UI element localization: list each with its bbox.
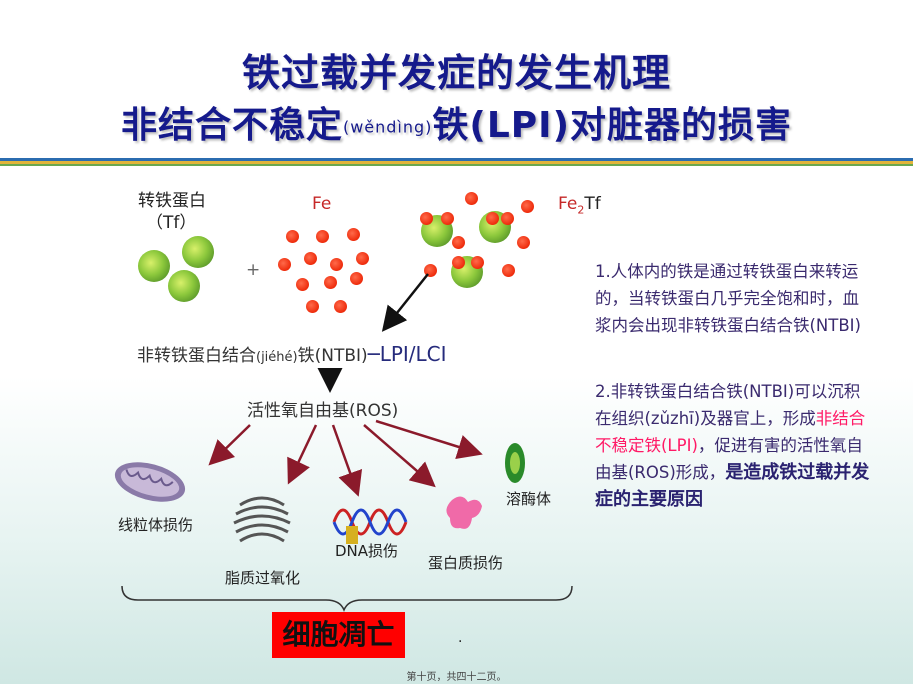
iron-dot [278,258,291,271]
lysosome-label: 溶酶体 [506,490,552,508]
arrow-ros-to-dna [331,424,363,497]
lipid-membrane-icon [233,496,291,543]
iron-dot [350,272,363,285]
dot-mark: . [458,630,463,646]
transferrin-ball [168,270,200,302]
arrow-ros-to-lysosome [375,419,483,459]
arrow-ros-to-lipid [287,424,318,485]
title-part-a: 非结合不稳定 [120,105,343,146]
lipid-label: 脂质过氧化 [225,569,301,587]
ntbi-part-a: 非转铁蛋白结合 [137,346,256,366]
tf-label: 转铁蛋白 [138,191,206,211]
iron-dot [471,256,484,269]
dna-icon [332,508,408,544]
iron-dot [334,300,347,313]
plus-sign: + [246,260,261,280]
tf-abbr: （Tf） [146,213,197,233]
title-part-b: 铁(LPI)对脏器的损害 [432,105,793,146]
fe2tf-tf: Tf [584,194,601,214]
ntbi-label: 非转铁蛋白结合(jiéhé)铁(NTBI)─LPI/LCI [137,341,447,366]
transferrin-ball [182,236,214,268]
note-2-highlight: 非结合不稳定铁(LPI) [595,409,866,455]
arrow-fe2tf-to-ntbi [381,273,429,332]
divider-gold [0,161,913,164]
brace [121,585,573,613]
transferrin-ball [138,250,170,282]
iron-dot [296,278,309,291]
divider-blue [0,158,913,161]
ntbi-pinyin: (jiéhé) [256,350,298,365]
slide-title-line2: 非结合不稳定(wěndìng)铁(LPI)对脏器的损害 [0,96,913,148]
slide-title-line1: 铁过载并发症的发生机理 [241,51,671,95]
iron-dot [486,212,499,225]
iron-dot [306,300,319,313]
fe2tf-sub: 2 [577,203,585,217]
iron-dot [356,252,369,265]
protein-label: 蛋白质损伤 [428,554,504,572]
page-footer: 第十页，共四十二页。 [406,672,507,683]
fe2tf-label: Fe2Tf [558,194,601,216]
iron-dot [502,264,515,277]
iron-dot [452,236,465,249]
protein-icon [446,496,482,529]
iron-dot [324,276,337,289]
iron-dot [286,230,299,243]
arrow-ros-to-mito [208,424,251,466]
mitochondria-icon [114,462,186,502]
ros-label: 活性氧自由基(ROS) [247,401,399,421]
iron-dot [517,236,530,249]
iron-dot [441,212,454,225]
iron-dot [521,200,534,213]
iron-dot [501,212,514,225]
iron-dot [304,252,317,265]
iron-dot [330,258,343,271]
iron-dot [452,256,465,269]
note-2-part-b: ，促进有害的活性氧自由基(ROS)形成， [595,436,863,482]
divider-green [0,164,913,166]
mito-label: 线粒体损伤 [118,516,194,534]
iron-dot [420,212,433,225]
title-pinyin: (wěndìng) [342,117,433,137]
note-2-conclusion: 是造成铁过载并发症的主要原因 [595,462,870,510]
fe-label: Fe [312,194,332,214]
arrow-ros-to-protein [363,424,436,488]
lpi-lci-label: ─LPI/LCI [367,342,447,366]
iron-dot [465,192,478,205]
note-2: 2.非转铁蛋白结合铁(NTBI)可以沉积在组织(zǔzhī)及器官上，形成非结合… [595,378,870,513]
ntbi-part-b: 铁(NTBI) [297,346,368,366]
note-1: 1.人体内的铁是通过转铁蛋白来转运的，当转铁蛋白几乎完全饱和时，血浆内会出现非转… [595,262,861,335]
dna-label: DNA损伤 [335,542,399,560]
note-2-part-a: 2.非转铁蛋白结合铁(NTBI)可以沉积在组织(zǔzhī)及器官上，形成 [595,382,861,428]
iron-dot [347,228,360,241]
apoptosis-box: 细胞凋亡 [272,612,405,658]
iron-dot [316,230,329,243]
fe2tf-fe: Fe [558,194,578,214]
